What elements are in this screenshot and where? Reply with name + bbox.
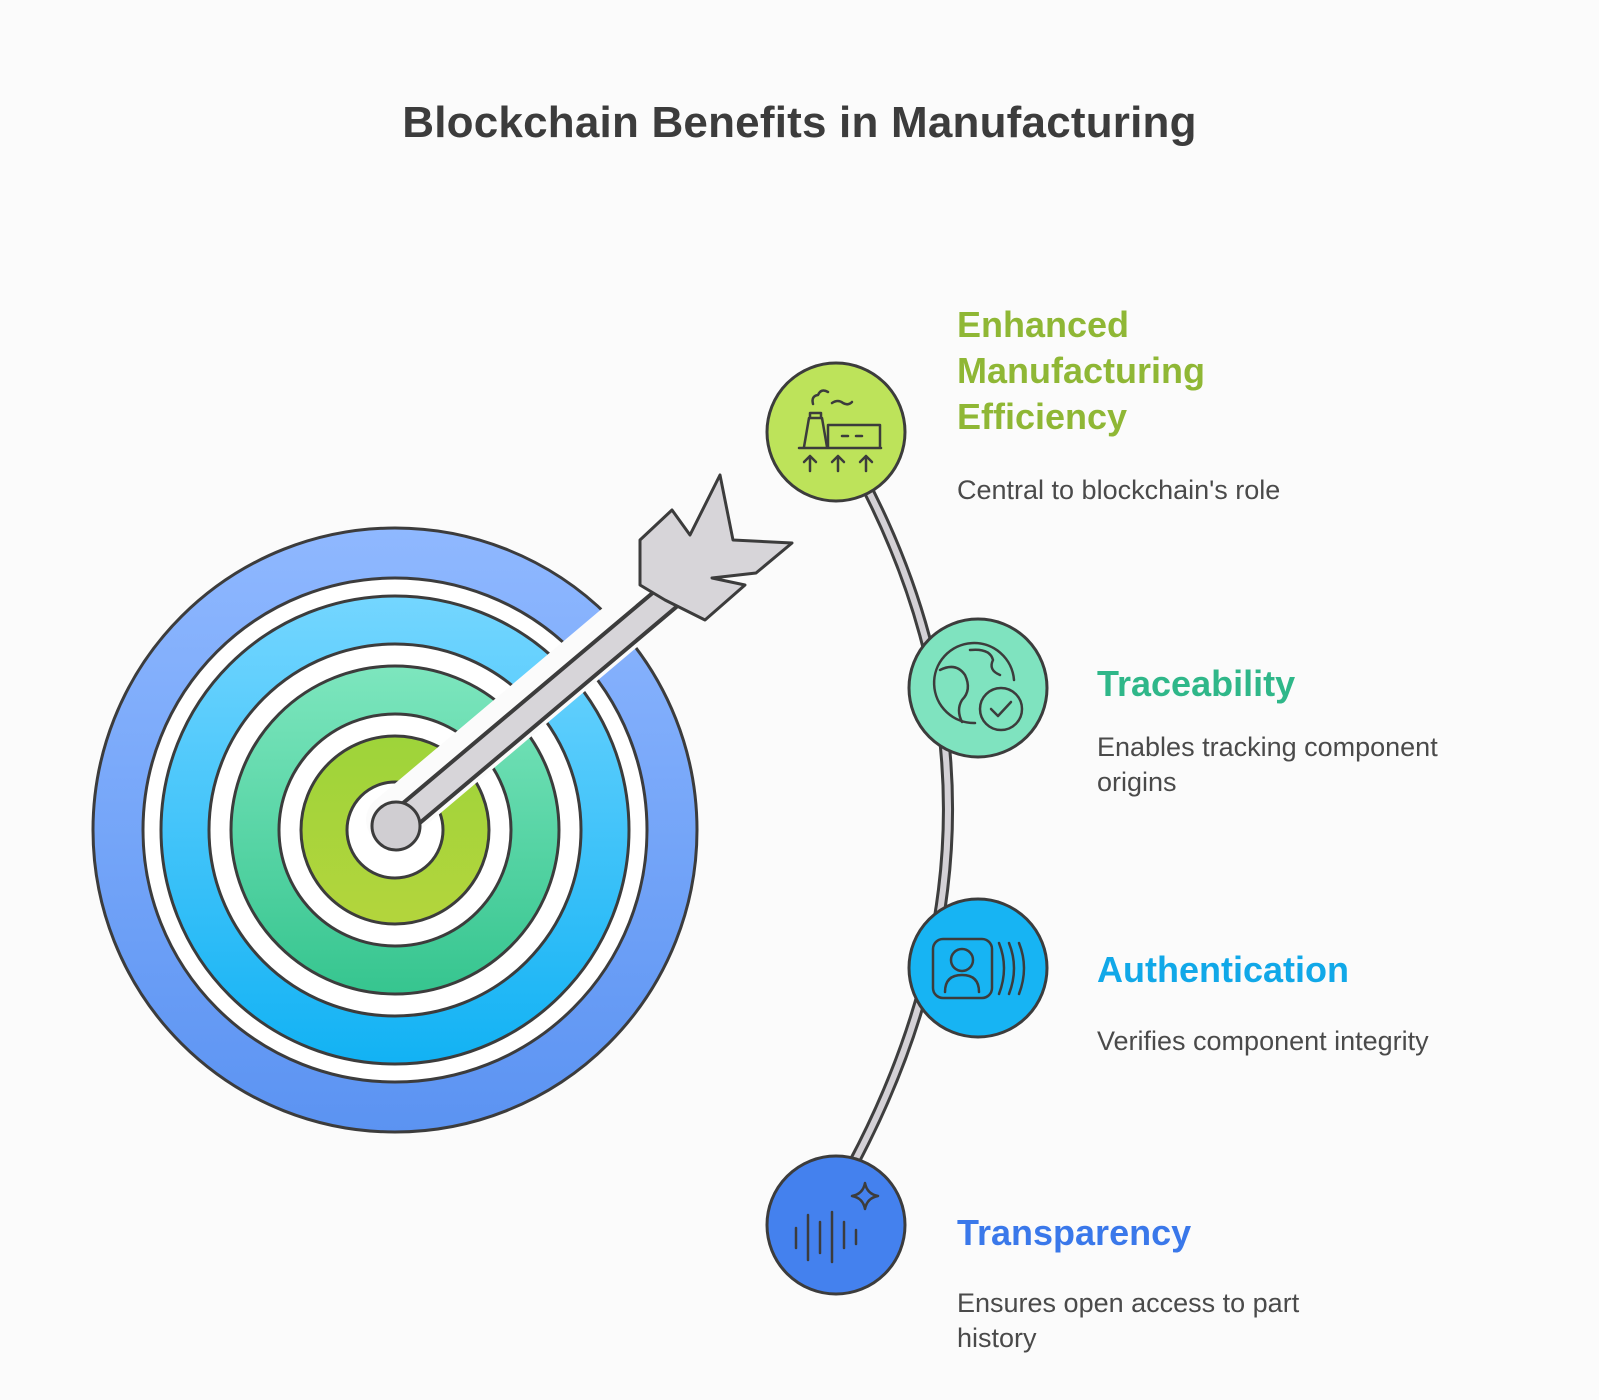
factory-icon [765,361,907,503]
item-title-traceability: Traceability [1097,663,1296,704]
item-desc-efficiency: Central to blockchain's role [957,475,1281,505]
item-desc-traceability: Enables tracking component origins [1097,732,1438,797]
page-title: Blockchain Benefits in Manufacturing [402,98,1197,147]
globe-check-icon [907,617,1049,759]
item-desc-transparency: Ensures open access to part history [957,1288,1300,1353]
item-desc-authentication: Verifies component integrity [1097,1026,1429,1056]
arrow-icon [370,473,794,852]
face-scan-icon [907,897,1049,1039]
item-title-efficiency: Enhanced Manufacturing Efficiency [957,304,1205,437]
item-title-authentication: Authentication [1097,949,1349,990]
sparkle-bars-icon [765,1154,907,1296]
item-title-transparency: Transparency [957,1212,1192,1253]
